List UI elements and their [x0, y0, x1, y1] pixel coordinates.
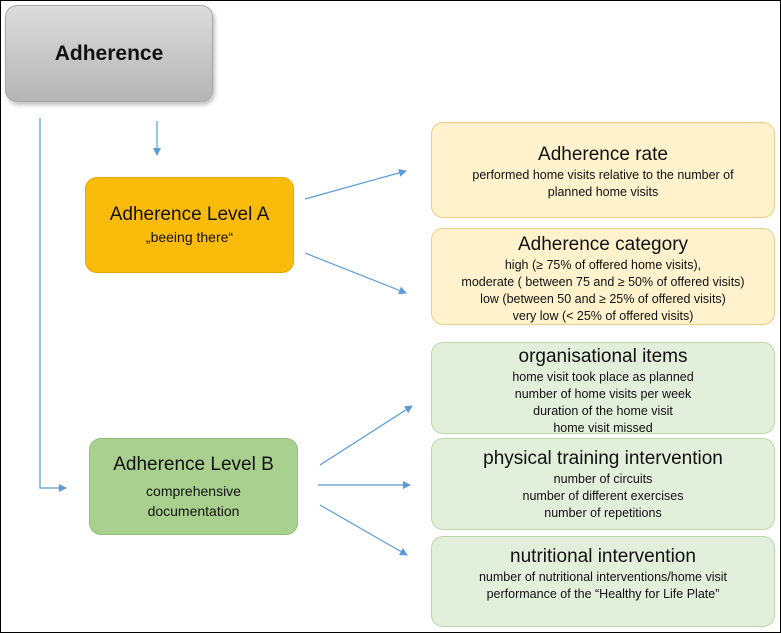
level-b-box: Adherence Level B comprehensive document…	[89, 438, 298, 535]
level-a-title: Adherence Level A	[109, 204, 270, 225]
card-line: very low (< 25% of offered visits)	[512, 309, 694, 323]
card-line: duration of the home visit	[533, 404, 673, 418]
organisational-items-card: organisational items home visit took pla…	[431, 342, 775, 435]
level-b-title: Adherence Level B	[113, 453, 274, 475]
adherence-rate-card: Adherence rate performed home visits rel…	[431, 122, 775, 218]
card-line: home visit missed	[553, 421, 653, 435]
level-b-line: comprehensive	[146, 482, 241, 499]
arrow-b-to-organisational	[319, 405, 413, 466]
card-title: physical training intervention	[483, 448, 723, 469]
card-line: number of home visits per week	[514, 387, 692, 401]
card-line: moderate ( between 75 and ≥ 50% of offer…	[461, 275, 745, 289]
card-line: number of repetitions	[544, 506, 662, 520]
card-line: home visit took place as planned	[512, 370, 694, 384]
arrow-a-to-rate	[304, 169, 407, 200]
arrow-root-to-level-b	[39, 118, 67, 492]
card-line: number of different exercises	[522, 489, 684, 503]
level-a-subtitle: „beeing there“	[145, 229, 234, 245]
card-title: organisational items	[518, 346, 688, 367]
root-title: Adherence	[54, 41, 164, 65]
level-b-line: documentation	[147, 502, 240, 519]
card-line: high (≥ 75% of offered home visits),	[504, 258, 702, 272]
card-line: planned home visits	[547, 185, 659, 199]
card-line: low (between 50 and ≥ 25% of offered vis…	[480, 292, 726, 306]
adherence-category-card: Adherence category high (≥ 75% of offere…	[431, 228, 775, 325]
nutritional-intervention-card: nutritional intervention number of nutri…	[431, 536, 775, 627]
card-line: performance of the “Healthy for Life Pla…	[486, 587, 720, 601]
physical-training-card: physical training intervention number of…	[431, 438, 775, 530]
card-title: Adherence category	[517, 234, 689, 255]
card-title: nutritional intervention	[510, 546, 696, 567]
card-title: Adherence rate	[538, 144, 668, 165]
card-line: performed home visits relative to the nu…	[472, 168, 734, 182]
card-line: number of nutritional interventions/home…	[478, 570, 728, 584]
level-a-box: Adherence Level A „beeing there“	[85, 177, 294, 273]
arrow-b-to-nutritional	[319, 504, 408, 556]
root-adherence-box: Adherence	[5, 5, 213, 102]
arrow-a-to-category	[304, 252, 407, 295]
card-line: number of circuits	[553, 472, 653, 486]
